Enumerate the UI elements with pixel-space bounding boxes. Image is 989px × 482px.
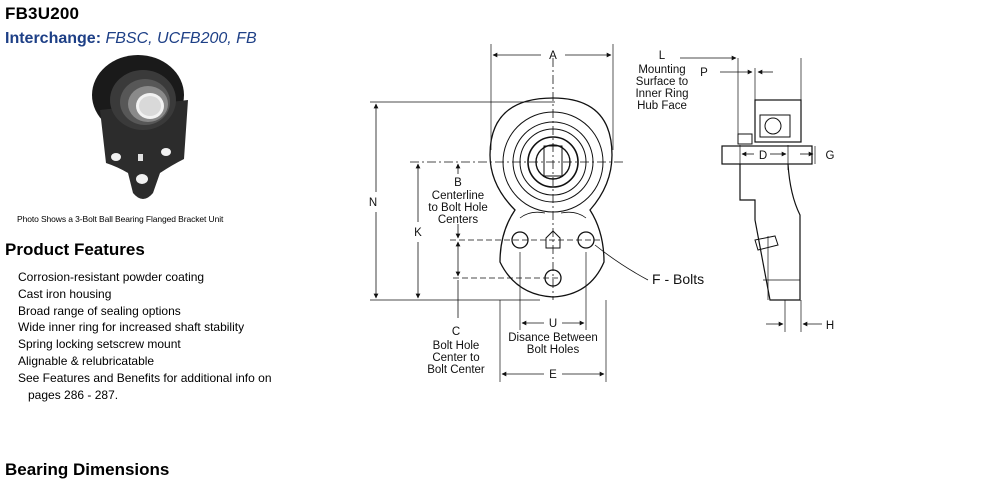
feature-item: Alignable & relubricatable — [18, 353, 155, 368]
product-title: FB3U200 — [5, 4, 80, 23]
dim-B-desc: Centers — [438, 214, 479, 226]
dim-C-label: C — [452, 326, 460, 338]
dim-B-desc: to Bolt Hole — [428, 202, 487, 214]
dim-A-label: A — [549, 50, 557, 62]
feature-item: Broad range of sealing options — [18, 303, 181, 318]
dim-B-label: B — [454, 177, 462, 189]
dim-L-label: L — [659, 50, 666, 62]
interchange-label: Interchange: — [5, 30, 102, 47]
dim-U-desc: Disance Between — [508, 332, 598, 344]
interchange-line: Interchange: FBSC, UCFB200, FB — [5, 30, 257, 48]
dim-L-desc: Surface to — [636, 76, 688, 88]
dim-L-desc: Mounting — [638, 64, 685, 76]
dimension-drawing: A B Centerline to Bolt Hole Centers N K … — [369, 44, 835, 382]
feature-item: Corrosion-resistant powder coating — [18, 270, 205, 284]
feature-item: See Features and Benefits for additional… — [18, 370, 272, 385]
f-bolts-label: F - Bolts — [652, 271, 704, 287]
dim-H-label: H — [826, 320, 834, 332]
dim-B-desc: Centerline — [432, 190, 484, 202]
dim-C-desc: Center to — [432, 352, 479, 364]
dim-U-label: U — [549, 318, 557, 330]
dim-L-desc: Inner Ring — [635, 88, 688, 100]
dim-G-label: G — [826, 150, 835, 162]
dim-C-desc: Bolt Center — [427, 364, 485, 376]
dim-L-desc: Hub Face — [637, 100, 687, 112]
dim-D-label: D — [759, 150, 767, 162]
dim-C-desc: Bolt Hole — [433, 340, 480, 352]
dim-P-label: P — [700, 67, 708, 79]
bearing-dimensions-heading: Bearing Dimensions — [5, 460, 170, 479]
dim-E-label: E — [549, 369, 557, 381]
dim-K-label: K — [414, 227, 422, 239]
product-features-list: Corrosion-resistant powder coating Cast … — [18, 269, 272, 403]
feature-item: Spring locking setscrew mount — [18, 337, 181, 352]
feature-item-continuation: pages 286 - 287. — [28, 387, 119, 402]
feature-item: Cast iron housing — [18, 286, 112, 301]
product-features-heading: Product Features — [5, 240, 145, 259]
dim-N-label: N — [369, 197, 377, 209]
feature-item: Wide inner ring for increased shaft stab… — [18, 320, 245, 335]
interchange-value: FBSC, UCFB200, FB — [101, 30, 257, 47]
product-photo — [92, 55, 188, 199]
dim-U-desc: Bolt Holes — [527, 344, 580, 356]
photo-caption: Photo Shows a 3-Bolt Ball Bearing Flange… — [17, 214, 224, 224]
